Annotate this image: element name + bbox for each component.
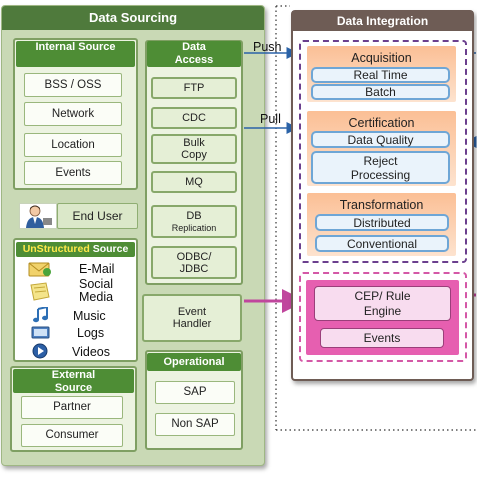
email-icon [28,261,52,277]
internal-item-location: Location [24,133,122,157]
music-label: Music [73,309,106,323]
data-integration-title: Data Integration [292,11,473,31]
operational-item-non-sap: Non SAP [155,413,235,436]
data-access-cdc-label: CDC [182,112,206,124]
data-access-mq: MQ [151,171,237,193]
transformation-conventional: Conventional [315,235,449,252]
data-access-odbc-label: ODBC/ JDBC [176,250,212,275]
cep-rule-engine-label: CEP/ Rule Engine [354,288,411,318]
internal-item-events: Events [24,161,122,185]
certification-title: Certification [348,116,415,130]
internal-source-title: Internal Source [16,41,135,67]
acquisition-real-time: Real Time [311,67,450,83]
unstructured-source-title: UnStructured Source [16,242,135,257]
transformation-distributed: Distributed [315,214,449,231]
user-icon [19,203,57,229]
data-access-odbc-jdbc: ODBC/ JDBC [151,246,237,279]
internal-item-bss-oss: BSS / OSS [24,73,122,97]
data-access-bulk-copy-label: Bulk Copy [181,137,207,161]
logs-icon [30,326,52,340]
acquisition-batch: Batch [311,84,450,100]
push-label: Push [253,40,282,54]
pull-label: Pull [260,112,281,126]
integration-processing-group [299,40,467,263]
certification-data-quality: Data Quality [311,131,450,148]
reject-processing-label: Reject Processing [350,153,411,182]
acquisition-title: Acquisition [351,51,412,65]
operational-item-sap: SAP [155,381,235,404]
data-access-db-sub-label: Replication [171,222,217,233]
external-item-consumer: Consumer [21,424,123,447]
cep-group [299,272,467,362]
data-access-title: Data Access [147,41,241,67]
data-sourcing-title: Data Sourcing [2,6,264,30]
data-access-db-label: DB [186,209,202,222]
data-access-bulk-copy: Bulk Copy [151,134,237,164]
internal-item-network: Network [24,102,122,126]
external-source-title: External Source [13,369,134,394]
unstructured-title-rest: Source [89,243,129,255]
music-icon [32,307,50,323]
data-access-cdc: CDC [151,107,237,129]
videos-icon [30,343,50,359]
external-item-partner: Partner [21,396,123,419]
unstructured-title-highlight: UnStructured [22,243,90,255]
transformation-title: Transformation [339,198,424,212]
email-label: E-Mail [79,262,115,276]
social-media-label: Social Media [79,277,114,304]
event-handler-label: Event Handler [172,306,212,330]
certification-reject-processing: Reject Processing [311,151,450,184]
data-access-ftp-label: FTP [183,82,205,94]
logs-label: Logs [77,326,105,340]
event-handler: Event Handler [142,294,242,342]
end-user-label: End User [57,203,138,229]
videos-label: Videos [72,345,110,359]
cep-rule-engine: CEP/ Rule Engine [314,286,451,321]
cep-events: Events [320,328,444,348]
social-media-icon [28,281,52,303]
data-access-mq-label: MQ [185,176,203,188]
data-access-ftp: FTP [151,77,237,99]
operational-title: Operational [147,353,241,371]
